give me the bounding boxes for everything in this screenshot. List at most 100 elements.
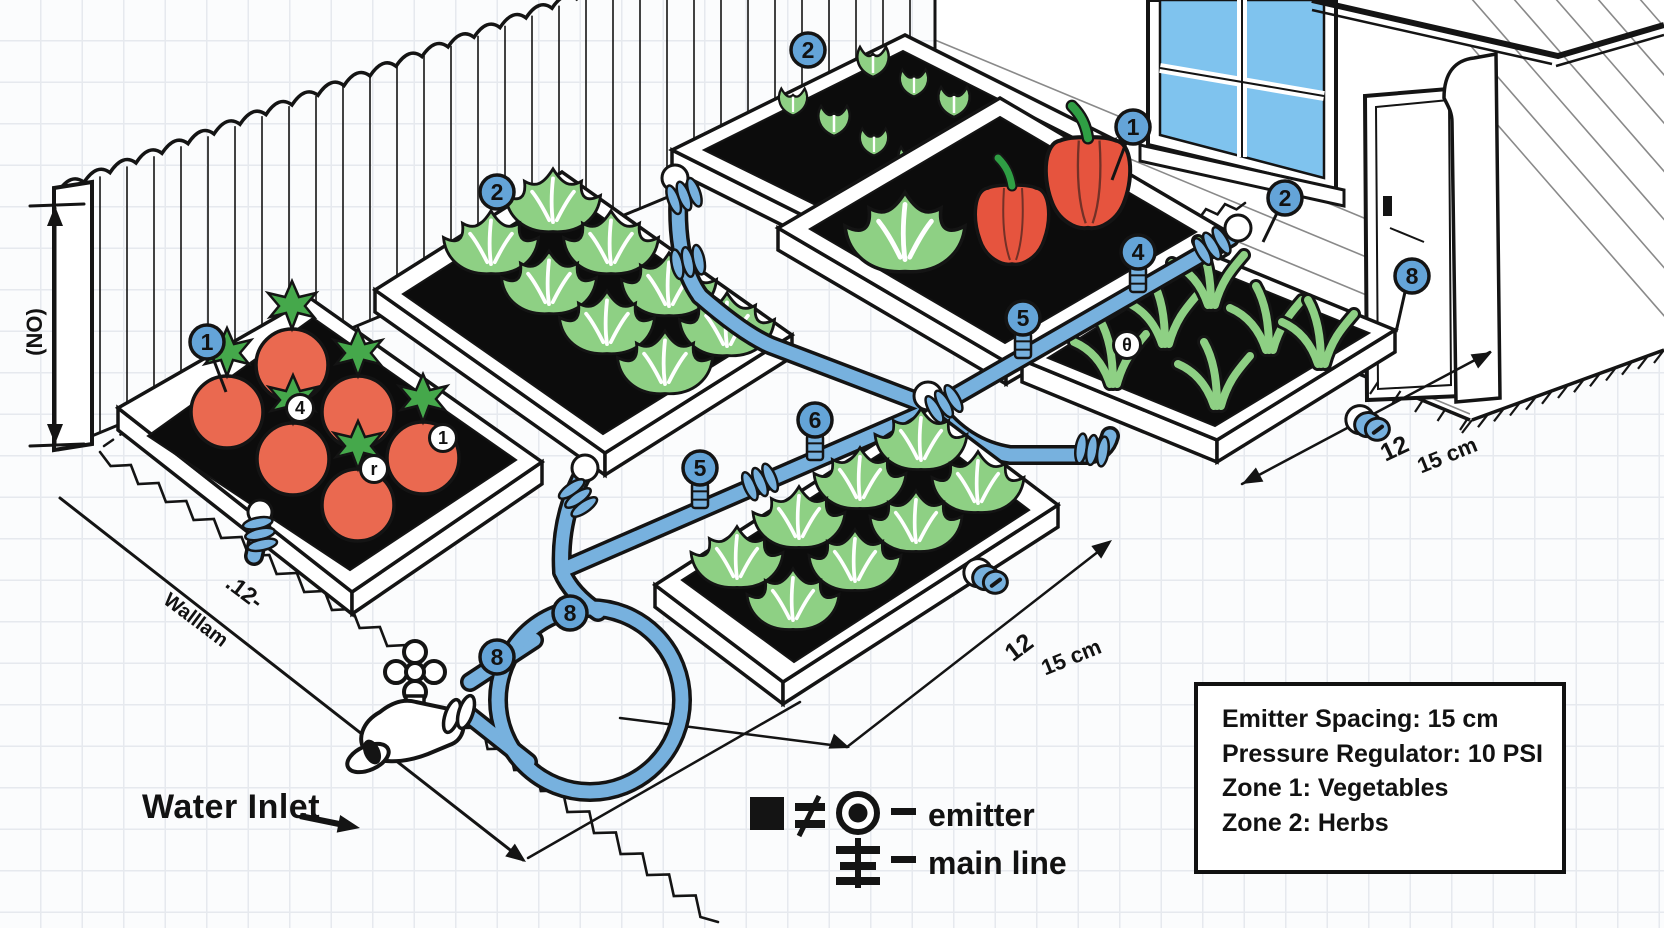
hatch-tick (1477, 413, 1489, 428)
legend-dash (891, 808, 916, 815)
hatch-tick (1541, 390, 1553, 405)
dimension-line-aux (526, 700, 802, 860)
hatch-tick (1573, 378, 1585, 393)
info-box: Emitter Spacing: 15 cm Pressure Regulato… (1194, 682, 1566, 874)
legend-main-line-icon (836, 838, 880, 888)
emitter-marker-number: 6 (809, 407, 822, 433)
emitter-marker-number: 4 (1132, 239, 1145, 265)
legend-emitter-label: emitter (928, 797, 1035, 833)
water-inlet-label: Water Inlet (142, 788, 321, 826)
hatch-tick (1461, 419, 1473, 434)
soil-mark-glyph: r (370, 459, 377, 479)
zone-marker-number: 8 (1406, 263, 1419, 289)
hatch-tick (1509, 401, 1521, 417)
bed-lettuce-center (651, 405, 1062, 708)
info-line-pressure-regulator: Pressure Regulator: 10 PSI (1222, 739, 1543, 768)
zone-marker: 2 (478, 173, 516, 211)
zone-marker: 1 (1110, 108, 1152, 181)
hatch-tick (1589, 372, 1601, 388)
house-side-wall (1470, 0, 1664, 420)
emitter-marker: 4 (1119, 233, 1157, 294)
info-line-zone-1: Zone 1: Vegetables (1222, 774, 1449, 802)
dimension-line-center-left (618, 716, 849, 749)
zigzag-line (450, 710, 720, 924)
siding-line (1547, 0, 1664, 381)
soil-emitter-mark: r (359, 454, 389, 484)
hatch-tick (1637, 355, 1649, 370)
ground-hatch (1369, 349, 1664, 434)
legend: emitter main line (750, 791, 1067, 888)
faucet-hose-coupling (441, 693, 477, 735)
zigzag-line (98, 450, 434, 670)
faucet-spout-opening (362, 739, 382, 765)
zone-marker: 8 (551, 594, 589, 632)
soil-mark-glyph: 4 (295, 398, 305, 418)
soil-mark-glyph: 1 (438, 428, 448, 448)
zone-marker-number: 2 (802, 37, 815, 63)
emitter-marker: 6 (796, 401, 834, 462)
center-bed-dimension-length: 15 cm (1038, 634, 1105, 681)
arrowhead (47, 206, 63, 226)
pipe (928, 231, 1237, 415)
siding-line (1470, 0, 1664, 381)
hatch-tick (1621, 360, 1633, 376)
bed-a-dimension-word: Walllam (159, 589, 232, 652)
dimension-line-center-right (845, 542, 1110, 749)
bed-tomatoes (114, 279, 546, 618)
zone-marker-number: 1 (1127, 114, 1140, 140)
arrowhead (1470, 352, 1492, 369)
zone-marker: 1 (188, 323, 228, 393)
downspout (1442, 51, 1502, 404)
door-handle (1383, 196, 1392, 216)
arrowhead (828, 733, 850, 749)
zone-marker: 8 (1393, 257, 1431, 333)
emitter-marker: 5 (1004, 299, 1042, 360)
center-bed-dimension-number: 12 (1000, 628, 1039, 667)
legend-square-icon (750, 797, 784, 830)
soil-mark-glyph: θ (1122, 335, 1132, 355)
soil-emitter-mark: 4 (285, 393, 315, 423)
faucet (345, 639, 477, 775)
zone-marker-number: 8 (564, 600, 577, 626)
emitter-marker-number: 5 (1017, 305, 1030, 331)
hatch-tick (1391, 390, 1402, 404)
hatch-tick (1557, 384, 1569, 399)
hatch-tick (1605, 366, 1617, 382)
siding-line (1589, 0, 1664, 381)
legend-dash-2 (891, 856, 916, 863)
fence-scalloped-top (56, 0, 578, 193)
hatch-tick (1459, 417, 1469, 431)
zone-marker: 2 (789, 31, 827, 69)
hatch-tick (1653, 349, 1664, 364)
siding-line (1470, 0, 1664, 381)
dimension-line-bed-a (58, 496, 525, 862)
siding-line (1470, 0, 1664, 381)
roof-eave (1311, 0, 1664, 60)
zone-marker-number: 8 (491, 644, 504, 670)
zone-marker-number: 1 (201, 329, 214, 355)
zone-marker: 2 (1261, 179, 1304, 243)
info-line-zone-2: Zone 2: Herbs (1222, 808, 1389, 837)
hose-loop (491, 601, 689, 799)
pipe (693, 289, 942, 415)
dimension-left-label: (NO) (22, 308, 47, 356)
arrowhead (1091, 540, 1112, 559)
emitter-marker-number: 5 (694, 455, 707, 481)
soil-emitter-mark: θ (1112, 330, 1142, 360)
faucet-handle (383, 639, 447, 705)
hatch-tick (1436, 408, 1447, 422)
legend-not-equal-icon (795, 794, 825, 838)
hatch-tick (1369, 381, 1379, 395)
water-inlet-arrow (299, 813, 360, 833)
bed-herbs-right (1018, 241, 1399, 466)
zone-marker-number: 2 (1279, 185, 1292, 211)
pipe-fittings (240, 163, 1393, 600)
right-bed-dimension-length: 15 cm (1414, 432, 1481, 479)
soil-emitter-mark: 1 (428, 423, 458, 453)
info-line-emitter-spacing: Emitter Spacing: 15 cm (1222, 705, 1499, 733)
emitter-marker: 5 (681, 449, 719, 510)
hatch-tick (1525, 395, 1537, 411)
arrowhead (1242, 467, 1264, 484)
arrowhead (47, 424, 63, 444)
